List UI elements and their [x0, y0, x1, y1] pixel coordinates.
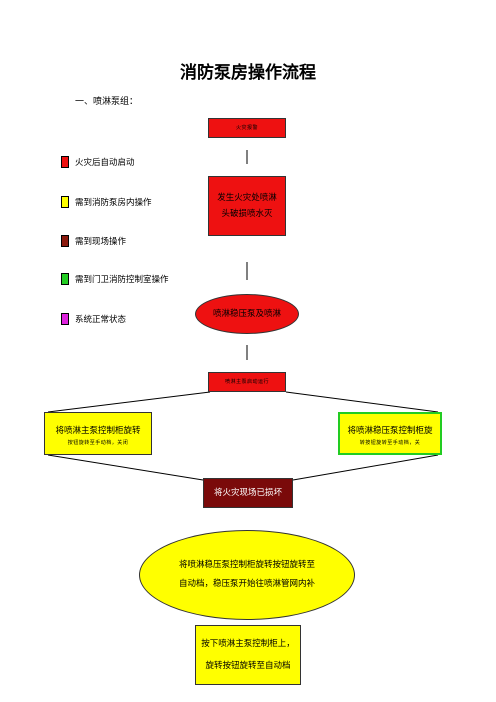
- connector-line: [292, 454, 439, 481]
- bottom-ellipse-line1: 将喷淋稳压泵控制柜旋转按钮旋转至: [178, 560, 315, 571]
- left-box-line1: 将喷淋主泵控制柜旋转: [55, 425, 141, 436]
- pump-ellipse-text: 喷淋稳压泵及喷淋: [212, 308, 281, 319]
- legend-label: 需到门卫消防控制室操作: [75, 275, 169, 285]
- damaged-box-text: 将火灾现场已损坏: [213, 487, 282, 498]
- right-box-line2: 转按钮旋转至手动档，关: [359, 440, 421, 447]
- main-pump-box-text: 喷淋主泵启动运行: [224, 378, 269, 385]
- stabilizer-ellipse: 将喷淋稳压泵控制柜旋转按钮旋转至 自动档，稳压泵开始往喷淋管网内补: [139, 530, 355, 620]
- right-control-box: 将喷淋稳压泵控制柜旋 转按钮旋转至手动档，关: [338, 412, 442, 455]
- fire-sprinkler-box: 发生火灾处喷淋 头破损喷水灭: [208, 176, 286, 236]
- legend-label: 系统正常状态: [75, 315, 127, 325]
- right-box-line1: 将喷淋稳压泵控制柜旋: [347, 425, 433, 436]
- connector-line: [285, 391, 439, 413]
- legend-swatch-brown: [61, 235, 69, 247]
- alarm-box: 火灾报警: [208, 118, 286, 138]
- legend-item-auto: 火灾后自动启动: [61, 155, 135, 169]
- alarm-box-text: 火灾报警: [235, 124, 258, 131]
- legend-label: 火灾后自动启动: [75, 158, 135, 168]
- site-damaged-box: 将火灾现场已损坏: [203, 478, 293, 508]
- connector-line: [47, 454, 204, 481]
- legend-item-pump-room: 需到消防泵房内操作: [61, 195, 152, 209]
- legend-swatch-green: [61, 273, 69, 285]
- final-control-box: 按下喷淋主泵控制柜上， 旋转按钮旋转至自动档: [195, 625, 301, 685]
- legend-item-normal: 系统正常状态: [61, 312, 126, 326]
- legend-swatch-magenta: [61, 313, 69, 325]
- final-box-line2: 旋转按钮旋转至自动档: [205, 661, 291, 671]
- main-pump-box: 喷淋主泵启动运行: [208, 372, 286, 392]
- legend-item-control-room: 需到门卫消防控制室操作: [61, 272, 169, 286]
- page-title: 消防泵房操作流程: [180, 63, 316, 83]
- section-subtitle: 一、喷淋泵组：: [75, 97, 139, 107]
- legend-item-site: 需到现场操作: [61, 234, 126, 248]
- pump-ellipse: 喷淋稳压泵及喷淋: [195, 294, 299, 334]
- legend-label: 需到消防泵房内操作: [75, 198, 152, 208]
- fire-box-line1: 发生火灾处喷淋: [217, 192, 277, 203]
- bottom-ellipse-line2: 自动档，稳压泵开始往喷淋管网内补: [178, 579, 315, 589]
- left-control-box: 将喷淋主泵控制柜旋转 按钮旋转至手动档，关闭: [44, 412, 152, 455]
- final-box-line1: 按下喷淋主泵控制柜上，: [201, 638, 295, 649]
- left-box-line2: 按钮旋转至手动档，关闭: [67, 440, 129, 447]
- legend-label: 需到现场操作: [75, 237, 127, 247]
- legend-swatch-red: [61, 156, 69, 168]
- legend-swatch-yellow: [61, 196, 69, 208]
- fire-box-line2: 头破损喷水灭: [221, 209, 273, 219]
- connector-line: [47, 391, 211, 413]
